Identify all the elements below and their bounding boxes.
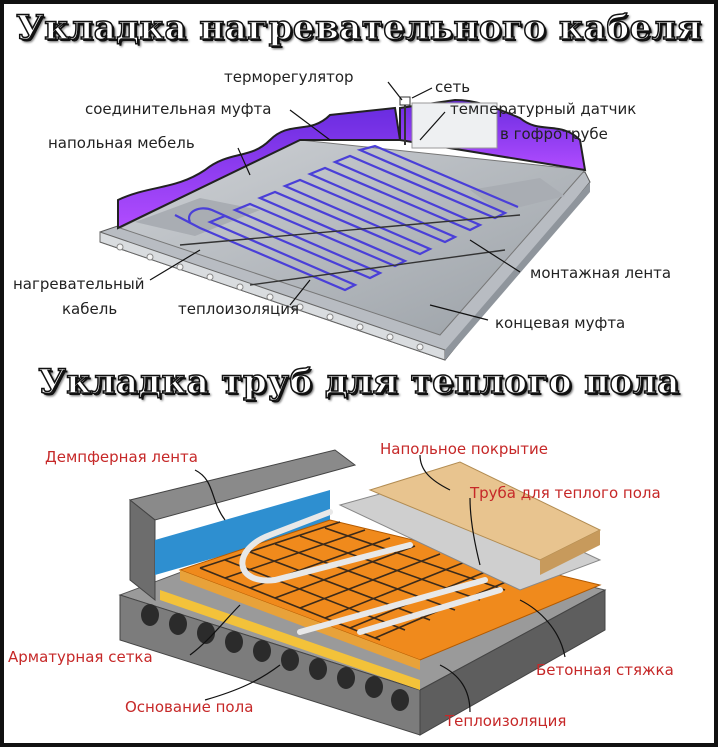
slab-holes-bottom: [141, 604, 409, 711]
label-floor-cover: Напольное покрытие: [380, 440, 548, 458]
label-sensor-1: температурный датчик: [450, 100, 637, 118]
label-screed: Бетонная стяжка: [536, 661, 674, 679]
label-cable-1: нагревательный: [13, 275, 145, 293]
label-sensor-2: в гофротрубе: [500, 125, 608, 143]
label-furniture: напольная мебель: [48, 134, 195, 152]
label-insulation-bottom: Теплоизоляция: [445, 712, 567, 730]
label-pipe: Труба для теплого пола: [470, 484, 661, 502]
heating-pipe: [239, 509, 503, 635]
label-network: сеть: [435, 78, 471, 96]
heating-cable: [174, 144, 519, 292]
slab-holes: [116, 243, 424, 351]
label-connector: соединительная муфта: [85, 100, 272, 118]
label-cable-2: кабель: [62, 300, 118, 318]
label-tape: монтажная лента: [530, 264, 672, 282]
label-end-sleeve: концевая муфта: [495, 314, 626, 332]
label-base: Основание пола: [125, 698, 254, 716]
label-thermostat: терморегулятор: [224, 68, 354, 86]
label-mesh: Арматурная сетка: [8, 648, 153, 666]
bottom-title: Укладка труб для теплого пола: [37, 361, 680, 403]
top-title: Укладка нагревательного кабеля: [15, 7, 702, 49]
label-damper: Демпферная лента: [45, 448, 198, 466]
label-insulation-top: теплоизоляция: [178, 300, 300, 318]
